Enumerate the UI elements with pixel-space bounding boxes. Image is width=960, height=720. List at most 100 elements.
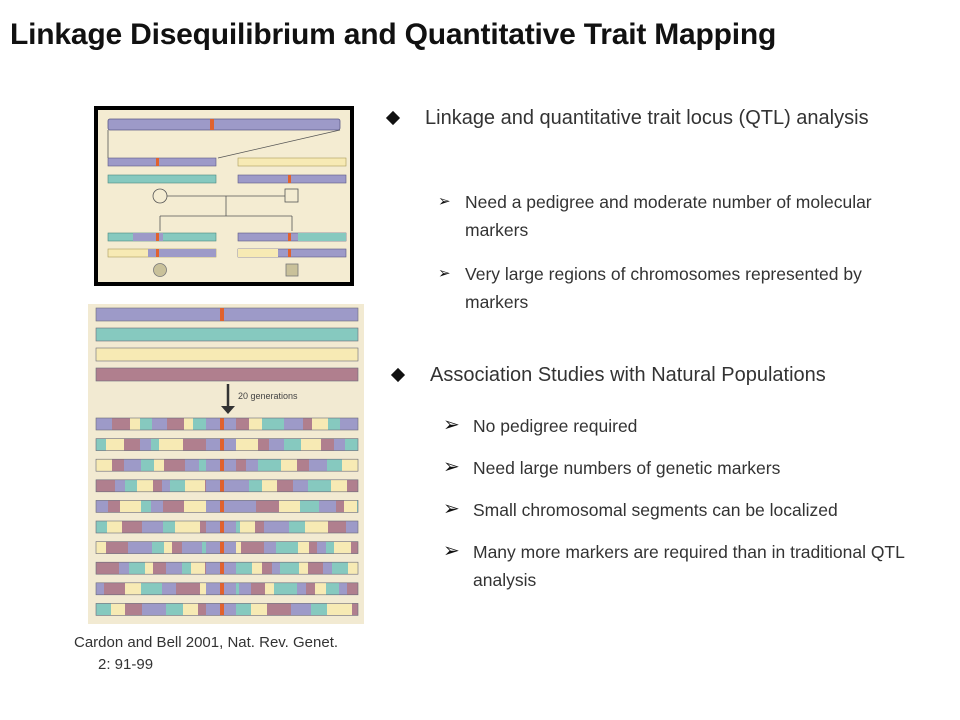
arrow-head-icon [221,406,235,414]
chromosome-segment [125,603,142,616]
chromosome-segment [328,521,346,533]
chromosome-segment [140,438,151,451]
bullet-association-studies: Association Studies with Natural Populat… [390,361,953,389]
descendant-chromosome [95,479,359,493]
chromosome-segment [96,603,111,616]
chromosome-segment [332,562,348,575]
chromosome-segment [125,582,141,595]
chromosome-segment [111,603,125,616]
parent-chromosome [237,174,347,184]
chromosome-segment [119,562,129,575]
chromosome-segment [305,521,328,533]
chromosome-segment [297,459,309,472]
chromosome-segment [183,438,208,451]
chromosome-segment [96,438,106,451]
chromosome-segment [96,459,112,472]
chromosome-segment [348,562,358,575]
chromosome-segment [166,603,183,616]
descendant-chromosome [95,417,359,431]
chromosome-segment [142,521,163,533]
qtl-marker [220,438,224,451]
chromosome-segment [327,459,342,472]
chromosome-segment [153,479,162,492]
qtl-marker [220,459,224,472]
chromosome-segment [183,603,198,616]
population-diagram: 20 generations [88,304,364,624]
descendant-chromosome [95,458,359,472]
chromosome-segment [164,541,172,554]
chromosome-segment [106,541,128,554]
qtl-marker [220,582,224,595]
descendant-chromosome [95,541,359,554]
chromosome-segment [153,562,166,575]
chromosome-segment [167,418,184,430]
chromosome-segment [154,459,164,472]
chromosome-segment [159,438,183,451]
chromosome-segment [234,418,249,430]
pedigree-figure [94,106,354,286]
chromosome-segment [336,500,344,513]
chromosome-segment [141,459,154,472]
chromosome-segment [129,562,145,575]
chromosome-segment [321,438,334,451]
chromosome-segment [137,479,153,492]
arrow-bullet-icon: ➢ [443,414,460,436]
chromosome-segment [106,438,124,451]
chromosome-segment [233,438,258,451]
chromosome-segment [96,500,108,513]
chromosome-segment [258,438,269,451]
chromosome-segment [284,418,303,430]
chromosome-segment [96,541,106,554]
arrow-bullet-icon: ➢ [443,456,460,478]
chromosome-segment [264,541,276,554]
chromosome-segment [107,521,122,533]
chromosome-segment [276,541,298,554]
chromosome-segment [262,418,284,430]
chromosome-segment [141,582,162,595]
chromosome-segment [311,603,327,616]
chromosome-segment [328,418,340,430]
sub-bullet-more-markers: ➢ Many more markers are required than in… [443,538,913,594]
chromosome-segment [152,541,164,554]
chromosome-segment [239,582,251,595]
chromosome-segment [267,603,291,616]
chromosome-segment [176,582,200,595]
descendant-chromosome [95,561,359,575]
chromosome-segment [317,541,326,554]
chromosome-segment [182,541,202,554]
chromosome-segment [164,459,185,472]
chromosome-segment [347,582,358,595]
chromosome-segment [104,582,125,595]
chromosome-segment [246,459,258,472]
chromosome-segment [251,582,265,595]
chromosome-segment [347,479,358,492]
chromosome-segment [301,438,321,451]
female-symbol [152,188,168,204]
bullet-linkage-qtl: Linkage and quantitative trait locus (QT… [385,104,888,132]
chromosome-segment [108,500,120,513]
chromosome-segment [232,500,256,513]
chromosome-segment [166,562,182,575]
offspring-male-symbol [285,263,299,277]
chromosome-segment [140,418,152,430]
chromosome-segment [299,562,308,575]
figure-citation: Cardon and Bell 2001, Nat. Rev. Genet. 2… [74,634,339,673]
qtl-marker [220,418,224,430]
chromosome-segment [200,521,208,533]
chromosome-segment [249,479,262,492]
chromosome-segment [331,479,347,492]
chromosome-segment [312,418,328,430]
arrow-bullet-icon: ➢ [443,498,460,520]
chromosome-segment [279,500,300,513]
qtl-marker [220,308,224,321]
chromosome-segment [319,500,336,513]
chromosome-segment [357,500,358,513]
sub-bullet-pedigree: ➢ Need a pedigree and moderate number of… [438,188,898,244]
chromosome-segment [112,459,124,472]
chromosome-segment [309,541,317,554]
pedigree-diagram [98,110,350,282]
chromosome-segment [284,438,301,451]
parent-chromosome [107,157,217,167]
sub-bullet-small-segments: ➢ Small chromosomal segments can be loca… [443,496,943,524]
chromosome-segment [130,418,140,430]
